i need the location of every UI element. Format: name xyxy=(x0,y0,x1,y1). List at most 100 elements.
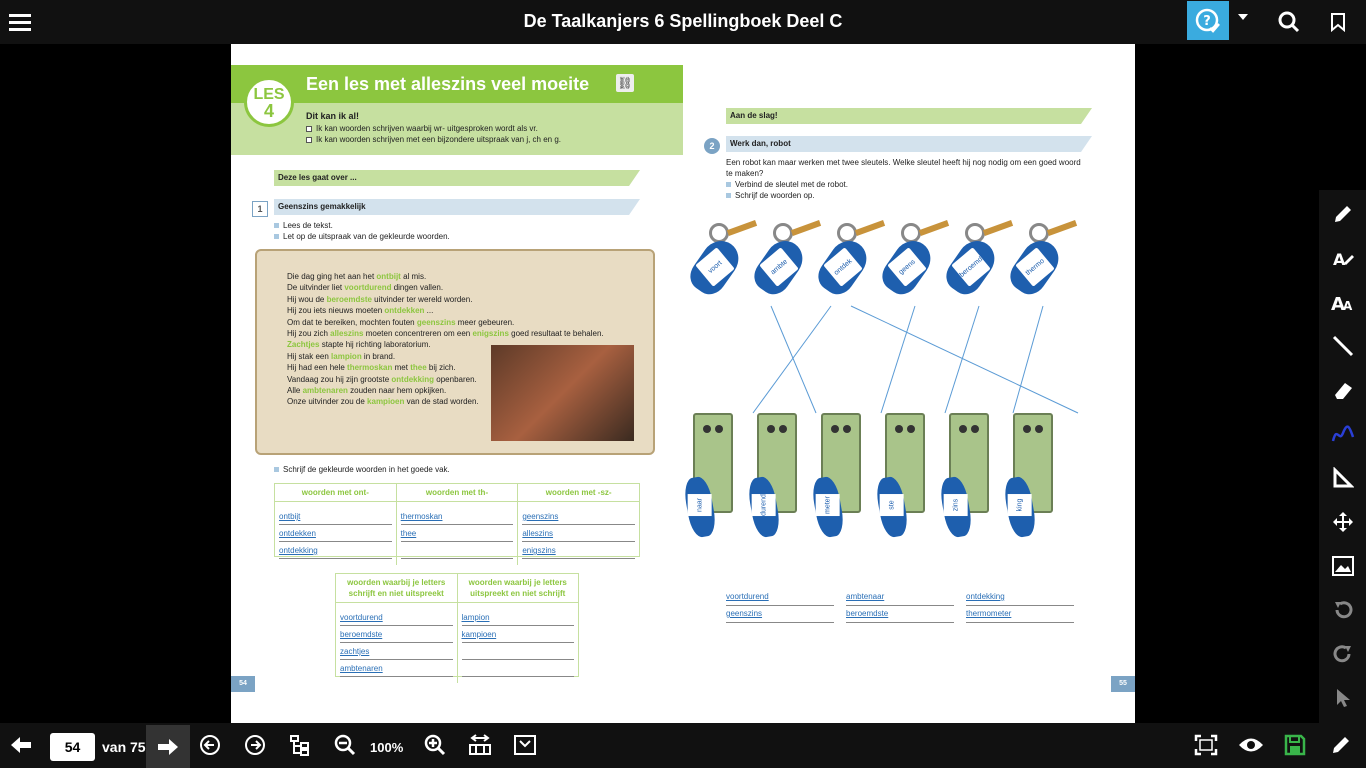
right-page: Aan de slag! 2 Werk dan, robot Een robot… xyxy=(681,44,1135,723)
key-tag[interactable]: geens xyxy=(876,219,950,301)
svg-text:A: A xyxy=(1343,299,1353,313)
answer-field[interactable]: ontdekking xyxy=(966,592,1074,606)
exercise-1-title: Geenszins gemakkelijk xyxy=(274,199,640,215)
prev-page-arrow-icon[interactable] xyxy=(6,731,36,759)
answer-field[interactable] xyxy=(400,542,514,559)
story-line: Hij zou zich alleszins moeten concentrer… xyxy=(287,329,604,339)
connection-lines xyxy=(752,305,1079,414)
frame-select-icon[interactable] xyxy=(1193,733,1219,757)
eraser-icon[interactable] xyxy=(1319,368,1366,412)
robot-word: durend xyxy=(751,494,776,517)
exercise-2-title: Werk dan, robot xyxy=(726,136,1092,152)
answer-field[interactable] xyxy=(461,660,574,677)
robot-word: zins xyxy=(943,494,968,517)
robot[interactable]: meter xyxy=(809,413,867,539)
move-icon[interactable] xyxy=(1319,500,1366,544)
freehand-icon[interactable] xyxy=(1319,412,1366,456)
save-icon[interactable] xyxy=(1283,733,1307,757)
line-icon[interactable] xyxy=(1319,324,1366,368)
answer-field[interactable]: thee xyxy=(400,525,514,542)
robot[interactable]: durend xyxy=(745,413,803,539)
help-dropdown-icon[interactable] xyxy=(1236,10,1250,24)
checkbox[interactable] xyxy=(306,136,312,143)
circle-back-icon[interactable] xyxy=(198,733,222,757)
story-line: Zachtjes stapte hij richting laboratoriu… xyxy=(287,340,431,350)
circle-forward-icon[interactable] xyxy=(243,733,267,757)
answer-field[interactable]: voortdurend xyxy=(726,592,834,606)
answer-field[interactable]: ontdekken xyxy=(279,525,392,542)
lesson-header: LES 4 Een les met alleszins veel moeite … xyxy=(231,65,683,155)
answer-field[interactable]: beroemdste xyxy=(340,626,453,643)
svg-text:?: ? xyxy=(1203,14,1211,29)
story-line: Die dag ging het aan het ontbijt al mis. xyxy=(287,272,427,281)
answer-field[interactable]: ambtenaar xyxy=(846,592,954,606)
robot[interactable]: zins xyxy=(937,413,995,539)
ruler-triangle-icon[interactable] xyxy=(1319,456,1366,500)
page-number-input[interactable]: 54 xyxy=(50,733,95,761)
answer-field[interactable]: geenszins xyxy=(522,508,636,525)
robot[interactable]: naar xyxy=(681,413,739,539)
robot-word: king xyxy=(1007,494,1032,517)
redo-icon[interactable] xyxy=(1319,632,1366,676)
robot[interactable]: king xyxy=(1001,413,1059,539)
key-tag[interactable]: ambte xyxy=(748,219,822,301)
key-tag[interactable]: beroemd xyxy=(940,219,1014,301)
exercise-number: 1 xyxy=(252,201,268,217)
page-number-right: 55 xyxy=(1111,676,1135,692)
exercise-1-instructions: Lees de tekst. Let op de uitspraak van d… xyxy=(274,220,450,242)
image-icon[interactable] xyxy=(1319,544,1366,588)
bookmark-icon[interactable] xyxy=(1324,8,1352,36)
top-bar: De Taalkanjers 6 Spellingboek Deel C ? xyxy=(0,0,1366,44)
answer-field[interactable]: ambtenaren xyxy=(340,660,453,677)
answer-field[interactable]: enigszins xyxy=(522,542,636,559)
link-icon[interactable]: ⛓ xyxy=(616,74,634,92)
write-instruction: Schrijf de gekleurde woorden in het goed… xyxy=(274,464,450,475)
answer-field[interactable]: zachtjes xyxy=(340,643,453,660)
zoom-out-icon[interactable] xyxy=(333,733,357,757)
answers-grid: voortdurend ambtenaar ontdekking geenszi… xyxy=(726,592,1086,623)
answer-field[interactable]: thermometer xyxy=(966,609,1074,623)
table-of-contents-icon[interactable] xyxy=(288,733,312,757)
answer-field[interactable]: thermoskan xyxy=(400,508,514,525)
edit-pencil-icon[interactable] xyxy=(1328,733,1354,757)
answer-field[interactable]: lampion xyxy=(461,609,574,626)
story-line: Hij wou de beroemdste uitvinder ter were… xyxy=(287,294,473,304)
word-table-2: woorden waarbij je letters schrijft en n… xyxy=(335,573,579,683)
text-pencil-icon[interactable]: A xyxy=(1319,236,1366,280)
undo-icon[interactable] xyxy=(1319,588,1366,632)
answer-field[interactable]: ontbijt xyxy=(279,508,392,525)
zoom-in-icon[interactable] xyxy=(423,733,447,757)
band-about: Deze les gaat over ... xyxy=(274,170,640,186)
answer-field[interactable]: alleszins xyxy=(522,525,636,542)
key-tag[interactable]: voort xyxy=(684,219,758,301)
pencil-icon[interactable] xyxy=(1319,192,1366,236)
help-check-icon[interactable]: ? xyxy=(1187,1,1229,40)
answer-field[interactable]: voortdurend xyxy=(340,609,453,626)
eye-icon[interactable] xyxy=(1237,733,1265,757)
fullscreen-page-icon[interactable] xyxy=(513,733,537,757)
pointer-icon[interactable] xyxy=(1319,676,1366,720)
answer-field[interactable]: ontdekking xyxy=(279,542,392,559)
zoom-level: 100% xyxy=(370,740,404,755)
learning-goals: Dit kan ik al! Ik kan woorden schrijven … xyxy=(306,111,562,144)
next-page-arrow-icon[interactable] xyxy=(146,725,190,768)
exercise-2-text: Een robot kan maar werken met twee sleut… xyxy=(726,158,1081,200)
key-tag[interactable]: ontdek xyxy=(812,219,886,301)
menu-icon[interactable] xyxy=(6,8,34,36)
svg-text:A: A xyxy=(1331,294,1345,313)
answer-field[interactable]: kampioen xyxy=(461,626,574,643)
answer-field[interactable]: geenszins xyxy=(726,609,834,623)
checkbox[interactable] xyxy=(306,125,312,132)
robot[interactable]: ste xyxy=(873,413,931,539)
story-line: Vandaag zou hij zijn grootste ontdekking… xyxy=(287,374,477,384)
key-tag[interactable]: thermo xyxy=(1004,219,1078,301)
answer-field[interactable] xyxy=(461,643,574,660)
answer-field[interactable]: beroemdste xyxy=(846,609,954,623)
fit-width-icon[interactable] xyxy=(468,733,492,757)
story-line: De uitvinder liet voortdurend dingen val… xyxy=(287,283,444,293)
search-icon[interactable] xyxy=(1275,8,1303,36)
exercise-number: 2 xyxy=(704,138,720,154)
story-line: Om dat te bereiken, mochten fouten geens… xyxy=(287,317,515,327)
